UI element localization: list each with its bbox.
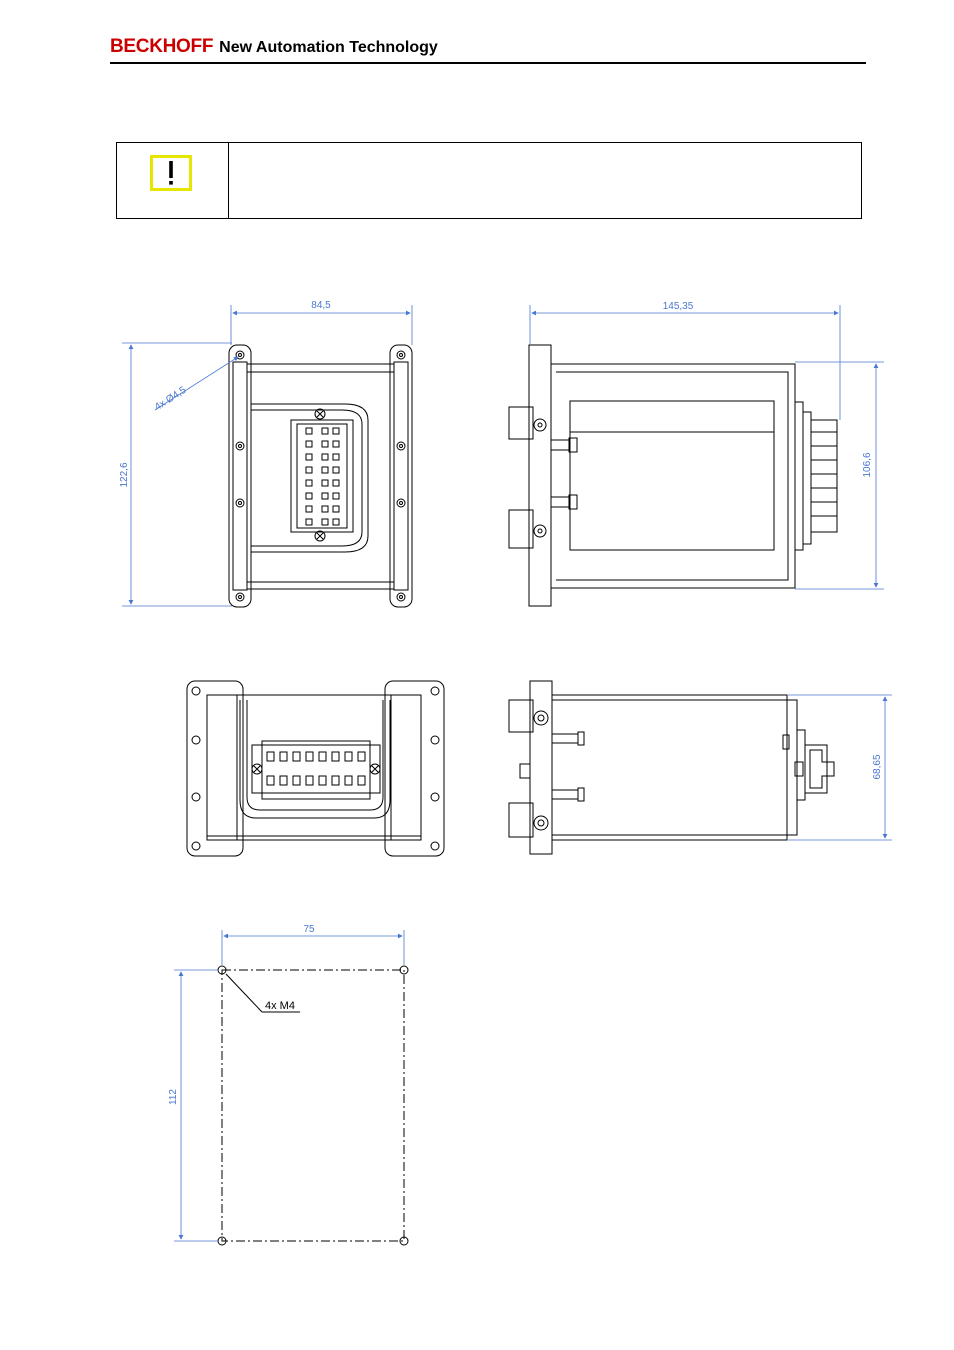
- brand-name: BECKHOFF: [110, 36, 214, 57]
- side-length-dim: 145,35: [663, 301, 694, 312]
- side-view-dimensions: [529, 305, 884, 590]
- exclamation-warning-icon: [150, 155, 192, 191]
- top-view-dimensions: [788, 694, 892, 841]
- mounting-height-dim: 112: [168, 1089, 179, 1105]
- brand-logo: BECKHOFF New Automation Technology: [110, 36, 438, 58]
- front-hole-note: 4x Ø4,5: [153, 385, 189, 414]
- top-depth-dim: 68,65: [872, 754, 883, 779]
- front-height-dim: 122,6: [119, 462, 130, 487]
- mounting-width-dim: 75: [303, 924, 315, 935]
- page-header: BECKHOFF New Automation Technology: [110, 30, 866, 66]
- top-view: [508, 680, 835, 855]
- bottom-view: [186, 680, 445, 857]
- mounting-pattern-dimensions: [174, 930, 405, 1242]
- mounting-pattern: [217, 965, 409, 1246]
- mounting-thread-note: 4x M4: [265, 1000, 295, 1012]
- front-view: [228, 344, 413, 608]
- front-width-dim: 84,5: [311, 300, 331, 311]
- notice-box: [116, 142, 862, 219]
- front-view-dimensions: [122, 305, 413, 607]
- brand-tagline: New Automation Technology: [219, 39, 438, 56]
- side-view: [508, 344, 838, 607]
- notice-icon-cell: [117, 143, 229, 218]
- side-height-dim: 106,6: [862, 452, 873, 477]
- header-rule: [110, 62, 866, 64]
